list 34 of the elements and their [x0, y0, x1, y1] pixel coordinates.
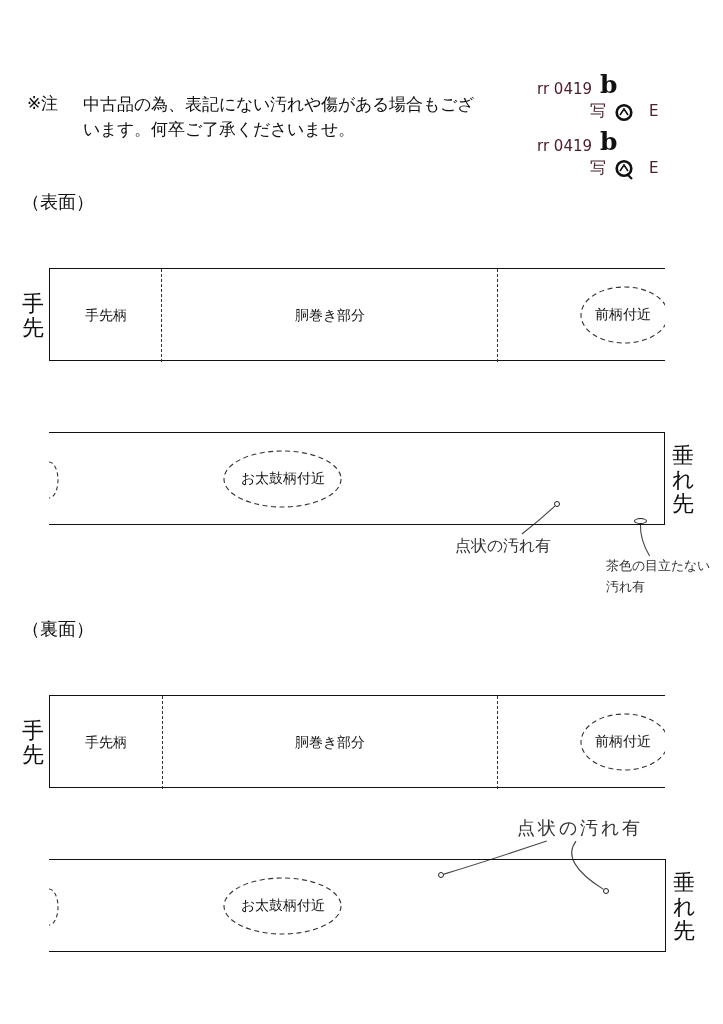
- belt-strip: [49, 432, 665, 525]
- handwritten-note: 茶色の目立たない汚れ有: [606, 556, 718, 598]
- belt-section: 胴巻き部分: [163, 696, 498, 789]
- belt-section: 手先柄: [50, 696, 163, 789]
- stamp-text: 写: [590, 101, 606, 121]
- belt-strip: [49, 268, 665, 361]
- section-heading: （裏面）: [22, 618, 94, 640]
- handwritten-note: 点状の汚れ有: [517, 815, 655, 842]
- leader-line: [639, 523, 651, 557]
- section-heading: （表面）: [22, 191, 94, 213]
- dashed-ellipse: お太鼓柄付近: [223, 877, 342, 935]
- stamp-text: E: [649, 159, 659, 177]
- note-mark: ※注: [27, 93, 59, 114]
- belt-strip: [49, 695, 665, 788]
- handwritten-letter: b: [600, 70, 618, 100]
- leader-line: [571, 840, 605, 890]
- handwritten-letter: b: [600, 127, 618, 157]
- note-text: 中古品の為、表記にない汚れや傷がある場合もございます。何卒ご了承くださいませ。: [83, 93, 475, 141]
- belt-section: 胴巻き部分: [162, 269, 498, 362]
- handwritten-note: 点状の汚れ有: [455, 534, 559, 558]
- leader-line: [521, 505, 556, 535]
- stamp-code: rr 0419: [537, 137, 592, 155]
- side-label: 垂れ先: [672, 871, 696, 943]
- dashed-ellipse: お太鼓柄付近: [223, 450, 342, 508]
- side-label: 手先: [21, 292, 45, 340]
- side-label: 垂れ先: [671, 444, 695, 516]
- belt-section: 手先柄: [50, 269, 162, 362]
- stamp-code: rr 0419: [537, 80, 592, 98]
- stain-mark: [634, 518, 647, 524]
- stamp-text: 写: [590, 158, 606, 178]
- belt-strip: [49, 859, 666, 952]
- leader-line: [443, 840, 548, 875]
- side-label: 手先: [21, 719, 45, 767]
- stamp-text: E: [649, 102, 659, 120]
